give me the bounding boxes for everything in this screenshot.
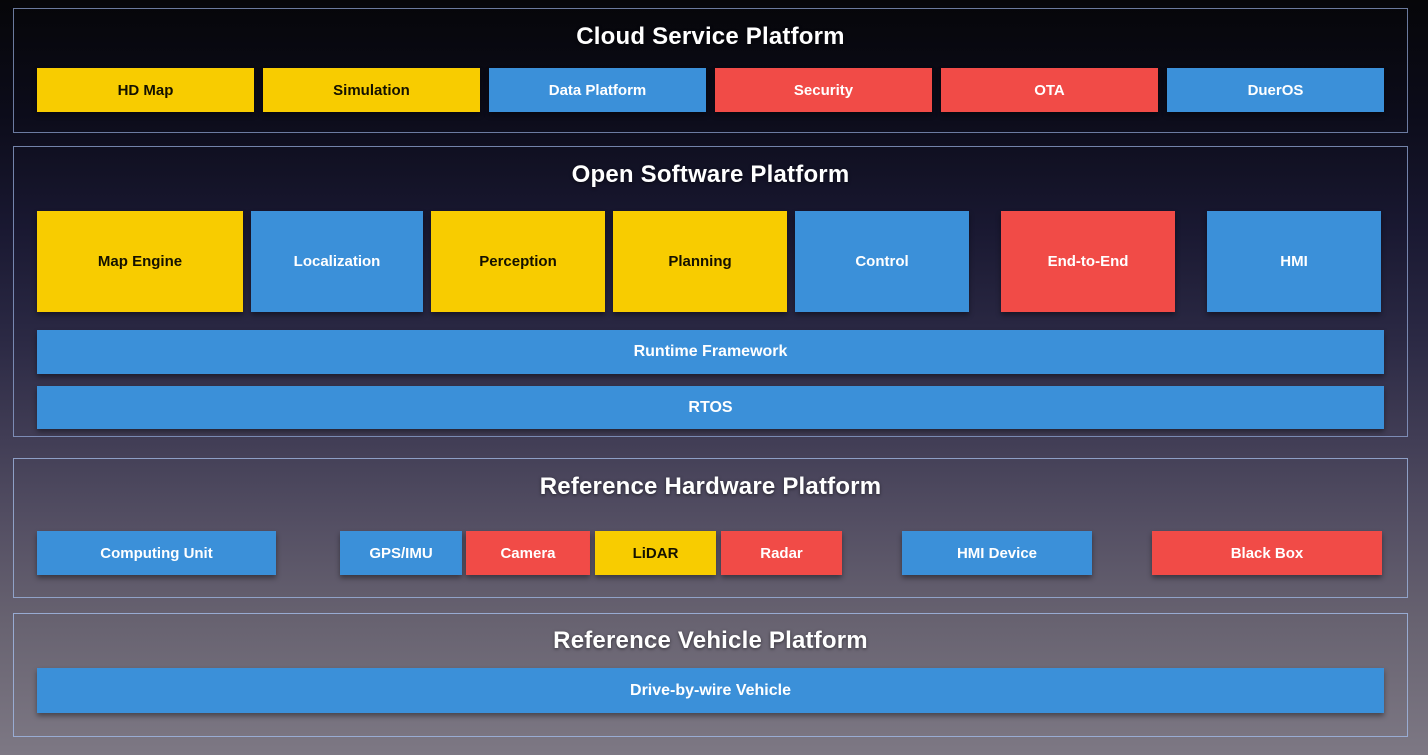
open-software-platform-title: Open Software Platform [571,161,850,188]
cloud-service-platform-title: Cloud Service Platform [576,23,845,50]
box-end-to-end: End-to-End [1001,211,1175,312]
box-hmi: HMI [1207,211,1381,312]
bar-drive-by-wire-vehicle: Drive-by-wire Vehicle [37,668,1384,713]
box-camera: Camera [466,531,590,575]
box-gps-imu: GPS/IMU [340,531,462,575]
section-reference-hardware-platform: Reference Hardware Platform Computing Un… [13,458,1408,598]
box-planning: Planning [613,211,787,312]
box-radar: Radar [721,531,842,575]
bar-rtos: RTOS [37,386,1384,429]
box-simulation: Simulation [263,68,480,112]
reference-hardware-platform-title: Reference Hardware Platform [539,473,882,500]
bar-runtime-framework: Runtime Framework [37,330,1384,374]
box-black-box: Black Box [1152,531,1382,575]
hardware-row: Computing Unit GPS/IMU Camera LiDAR Rada… [37,531,1384,575]
box-lidar: LiDAR [595,531,716,575]
box-computing-unit: Computing Unit [37,531,276,575]
box-map-engine: Map Engine [37,211,243,312]
cloud-service-row: HD Map Simulation Data Platform Security… [37,68,1384,112]
box-security: Security [715,68,932,112]
box-perception: Perception [431,211,605,312]
box-ota: OTA [941,68,1158,112]
box-data-platform: Data Platform [489,68,706,112]
software-modules-row: Map Engine Localization Perception Plann… [37,211,1384,312]
box-control: Control [795,211,969,312]
section-open-software-platform: Open Software Platform Map Engine Locali… [13,146,1408,437]
box-dueros: DuerOS [1167,68,1384,112]
section-reference-vehicle-platform: Reference Vehicle Platform Drive-by-wire… [13,613,1408,737]
box-hd-map: HD Map [37,68,254,112]
box-localization: Localization [251,211,423,312]
reference-vehicle-platform-title: Reference Vehicle Platform [553,627,868,654]
section-cloud-service-platform: Cloud Service Platform HD Map Simulation… [13,8,1408,133]
box-hmi-device: HMI Device [902,531,1092,575]
